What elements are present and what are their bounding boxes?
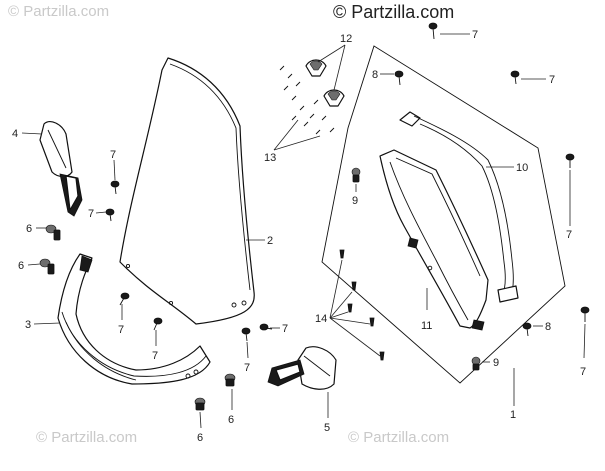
leader-3	[33, 322, 61, 325]
windshield[interactable]	[119, 57, 255, 325]
leader-12a	[317, 44, 346, 63]
leader-6d	[199, 411, 202, 429]
bolt-8a[interactable]	[394, 70, 404, 86]
lower-trim[interactable]	[57, 253, 211, 385]
fasteners-13[interactable]	[291, 99, 335, 135]
leader-7a	[113, 159, 116, 181]
leader-7e	[246, 341, 249, 359]
clip-12c	[279, 65, 301, 101]
watermark-bottom-right: © Partzilla.com	[348, 429, 449, 446]
leader-12b	[333, 44, 346, 91]
nut-9b[interactable]	[471, 356, 481, 371]
clip-12b[interactable]	[323, 89, 345, 107]
leader-14c	[329, 311, 349, 319]
watermark-top-right: © Partzilla.com	[333, 2, 454, 22]
watermark-top-left: © Partzilla.com	[8, 3, 109, 20]
watermark-bottom-left: © Partzilla.com	[36, 429, 137, 446]
screw-7b[interactable]	[105, 208, 115, 222]
leader-4	[21, 132, 43, 135]
callout-9b: 9	[493, 357, 499, 369]
callout-9a: 9	[352, 195, 358, 207]
callout-7d: 7	[152, 350, 158, 362]
callout-6b: 6	[18, 260, 24, 272]
callout-8b: 8	[545, 321, 551, 333]
callout-7h: 7	[549, 74, 555, 86]
screw-7f[interactable]	[259, 323, 273, 331]
leader-6b	[27, 263, 41, 266]
clip-12a[interactable]	[305, 59, 327, 77]
callout-11: 11	[421, 320, 432, 332]
callout-10: 10	[516, 162, 528, 174]
screw-7j[interactable]	[580, 306, 590, 322]
screw-7h[interactable]	[510, 70, 520, 85]
assembly-outline	[321, 45, 566, 384]
inner-panel[interactable]	[379, 149, 489, 331]
callout-7a: 7	[110, 149, 116, 161]
screw-7a[interactable]	[110, 180, 120, 195]
callout-7i: 7	[566, 229, 572, 241]
callout-8a: 8	[372, 69, 378, 81]
screw-7d[interactable]	[153, 317, 163, 331]
leader-14a	[329, 259, 343, 319]
mirror-right[interactable]	[267, 346, 337, 390]
bracket-frame[interactable]	[399, 111, 519, 303]
fasteners-14[interactable]	[339, 249, 385, 361]
callout-7g: 7	[472, 29, 478, 41]
screw-7i[interactable]	[565, 153, 575, 168]
callout-3: 3	[25, 319, 31, 331]
callout-12: 12	[340, 33, 352, 45]
callout-6c: 6	[228, 414, 234, 426]
mirror-left[interactable]	[39, 121, 83, 217]
leader-14d	[329, 317, 371, 325]
nut-6d[interactable]	[194, 397, 206, 411]
nut-6c[interactable]	[224, 373, 236, 387]
leader-14e	[329, 317, 381, 357]
callout-1: 1	[510, 409, 516, 421]
callout-7c: 7	[118, 324, 124, 336]
nut-6a[interactable]	[45, 224, 61, 241]
leader-7j	[583, 323, 586, 359]
callout-7b: 7	[88, 208, 94, 220]
callout-2: 2	[267, 235, 273, 247]
callout-6a: 6	[26, 223, 32, 235]
leader-7b	[95, 211, 107, 214]
leader-13b	[273, 135, 321, 151]
callout-13: 13	[264, 152, 276, 164]
callout-6d: 6	[197, 432, 203, 444]
screw-7e[interactable]	[241, 327, 251, 342]
callout-14: 14	[315, 313, 327, 325]
bolt-8b[interactable]	[522, 322, 532, 337]
nut-9a[interactable]	[351, 167, 361, 183]
screw-7g[interactable]	[428, 22, 438, 40]
nut-6b[interactable]	[39, 258, 55, 275]
callout-7e: 7	[244, 362, 250, 374]
leader-14b	[329, 291, 353, 319]
callout-4: 4	[12, 128, 18, 140]
leader-13a	[273, 119, 299, 151]
callout-7j: 7	[580, 366, 586, 378]
callout-5: 5	[324, 422, 330, 434]
callout-7f: 7	[282, 323, 288, 335]
screw-7c[interactable]	[119, 292, 130, 306]
